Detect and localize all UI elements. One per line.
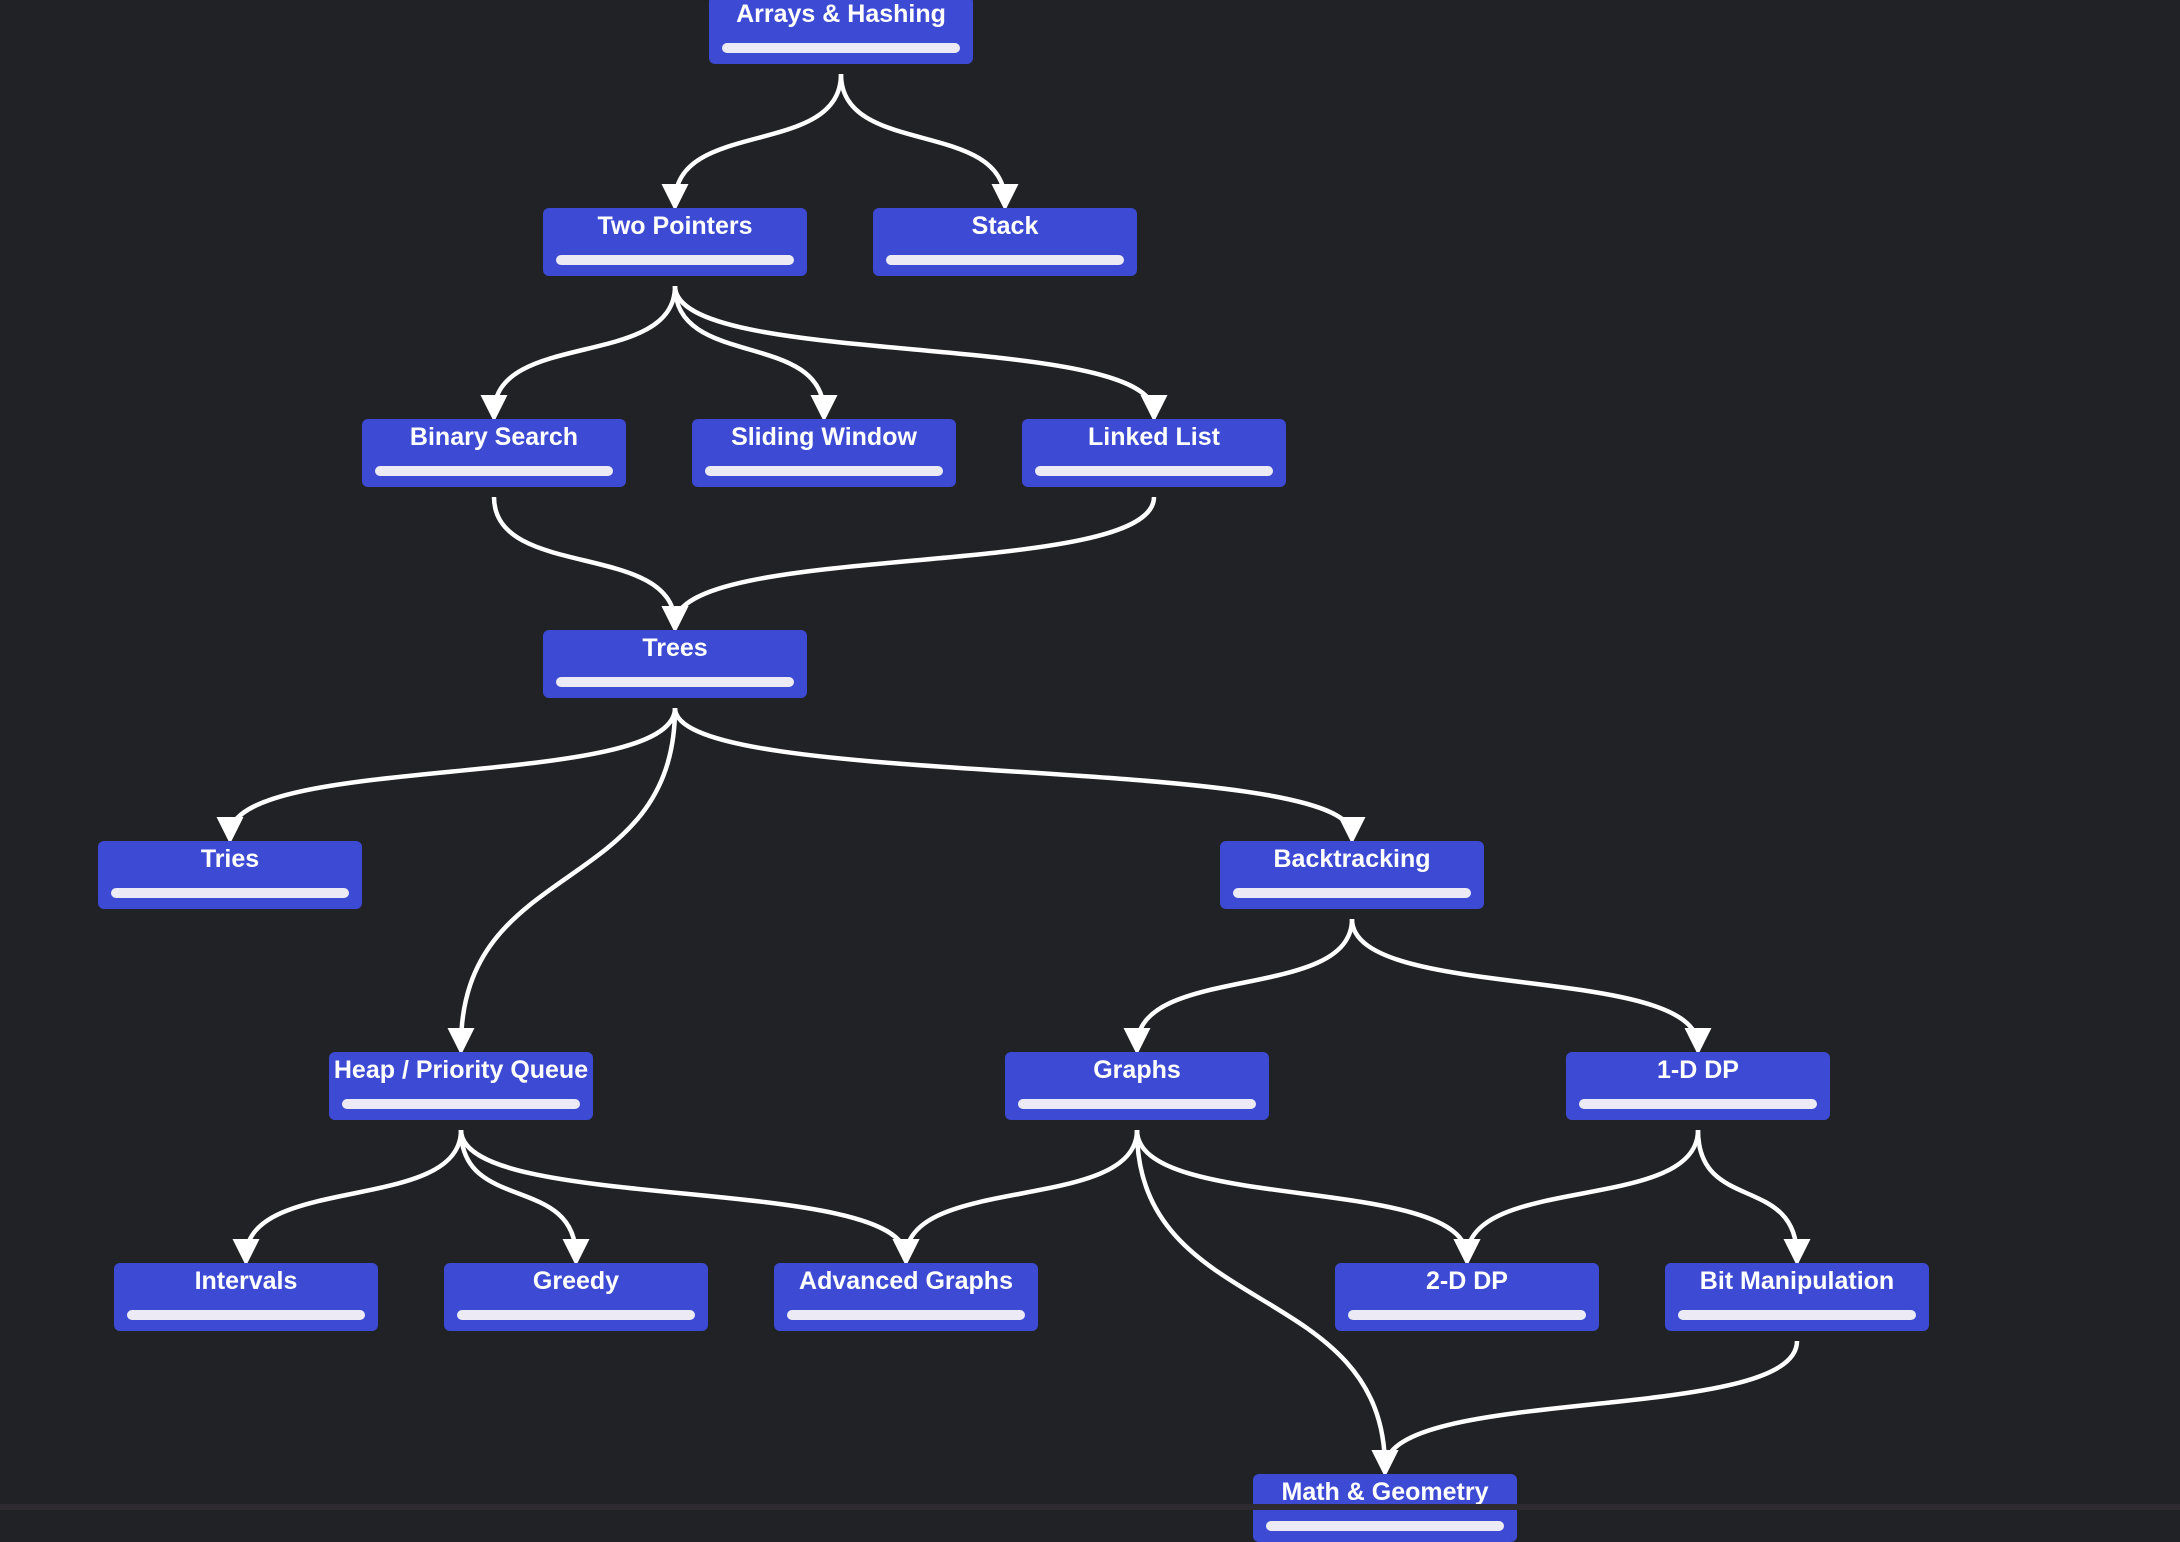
node-two-pointers[interactable]: Two Pointers: [543, 208, 807, 276]
node-bit-manipulation[interactable]: Bit Manipulation: [1665, 1263, 1929, 1331]
progress-bar: [375, 466, 613, 476]
progress-bar: [127, 1310, 365, 1320]
progress-bar: [1233, 888, 1471, 898]
node-label: Arrays & Hashing: [736, 0, 946, 28]
node-label: Math & Geometry: [1281, 1478, 1489, 1506]
node-tries[interactable]: Tries: [98, 841, 362, 909]
progress-bar: [111, 888, 349, 898]
progress-bar: [1266, 1521, 1504, 1531]
node-heap-priority-queue[interactable]: Heap / Priority Queue: [329, 1052, 593, 1120]
node-label: Trees: [642, 634, 708, 662]
progress-bar: [1579, 1099, 1817, 1109]
progress-bar: [556, 677, 794, 687]
node-stack[interactable]: Stack: [873, 208, 1137, 276]
progress-bar: [1678, 1310, 1916, 1320]
edge-1d-dp-to-2d-dp: [1453, 1129, 1701, 1266]
node-trees[interactable]: Trees: [543, 630, 807, 698]
progress-bar: [342, 1099, 580, 1109]
progress-bar: [722, 43, 960, 53]
node-sliding-window[interactable]: Sliding Window: [692, 419, 956, 487]
progress-bar: [1018, 1099, 1256, 1109]
edges-layer: [216, 73, 1811, 1477]
node-graphs[interactable]: Graphs: [1005, 1052, 1269, 1120]
edge-graphs-to-math-geometry: [1134, 1129, 1399, 1477]
node-backtracking[interactable]: Backtracking: [1220, 841, 1484, 909]
edge-backtracking-to-graphs: [1123, 918, 1355, 1055]
node-arrays-hashing[interactable]: Arrays & Hashing: [709, 0, 973, 64]
edge-two-pointers-to-binary-search: [480, 285, 678, 422]
node-label: Two Pointers: [597, 212, 753, 240]
edge-graphs-to-2d-dp: [1134, 1129, 1481, 1266]
node-label: Backtracking: [1273, 845, 1431, 873]
progress-bar: [457, 1310, 695, 1320]
edge-trees-to-heap-priority-queue: [447, 707, 678, 1055]
edge-backtracking-to-1d-dp: [1349, 918, 1712, 1055]
progress-bar: [1348, 1310, 1586, 1320]
edge-two-pointers-to-linked-list: [672, 285, 1168, 422]
progress-bar: [886, 255, 1124, 265]
edge-arrays-hashing-to-stack: [838, 73, 1019, 211]
edge-trees-to-tries: [216, 707, 678, 844]
progress-bar: [556, 255, 794, 265]
node-greedy[interactable]: Greedy: [444, 1263, 708, 1331]
edge-arrays-hashing-to-two-pointers: [661, 73, 844, 211]
edge-binary-search-to-trees: [491, 496, 689, 633]
edge-linked-list-to-trees: [661, 496, 1157, 633]
progress-bar: [787, 1310, 1025, 1320]
node-label: Graphs: [1093, 1056, 1181, 1084]
node-label: Sliding Window: [731, 423, 917, 451]
edge-two-pointers-to-sliding-window: [672, 285, 838, 422]
edge-bit-manipulation-to-math-geometry: [1371, 1340, 1800, 1477]
node-label: Advanced Graphs: [799, 1267, 1013, 1295]
bottom-edge-strip: [0, 1504, 2180, 1510]
node-label: Heap / Priority Queue: [333, 1056, 589, 1084]
edge-heap-priority-queue-to-greedy: [458, 1129, 590, 1266]
node-label: Linked List: [1088, 423, 1220, 451]
edge-heap-priority-queue-to-advanced-graphs: [458, 1129, 920, 1266]
node-label: Tries: [200, 845, 260, 873]
node-label: Bit Manipulation: [1699, 1267, 1895, 1295]
node-label: 2-D DP: [1426, 1267, 1508, 1295]
progress-bar: [705, 466, 943, 476]
node-1d-dp[interactable]: 1-D DP: [1566, 1052, 1830, 1120]
node-label: Intervals: [194, 1267, 298, 1295]
node-label: Binary Search: [409, 423, 579, 451]
edge-graphs-to-advanced-graphs: [892, 1129, 1140, 1266]
node-2d-dp[interactable]: 2-D DP: [1335, 1263, 1599, 1331]
node-label: 1-D DP: [1657, 1056, 1739, 1084]
node-label: Stack: [971, 212, 1039, 240]
progress-bar: [1035, 466, 1273, 476]
edge-1d-dp-to-bit-manipulation: [1695, 1129, 1811, 1266]
node-binary-search[interactable]: Binary Search: [362, 419, 626, 487]
edge-heap-priority-queue-to-intervals: [232, 1129, 464, 1266]
node-label: Greedy: [532, 1267, 620, 1295]
node-linked-list[interactable]: Linked List: [1022, 419, 1286, 487]
node-advanced-graphs[interactable]: Advanced Graphs: [774, 1263, 1038, 1331]
edge-trees-to-backtracking: [672, 707, 1366, 844]
node-intervals[interactable]: Intervals: [114, 1263, 378, 1331]
